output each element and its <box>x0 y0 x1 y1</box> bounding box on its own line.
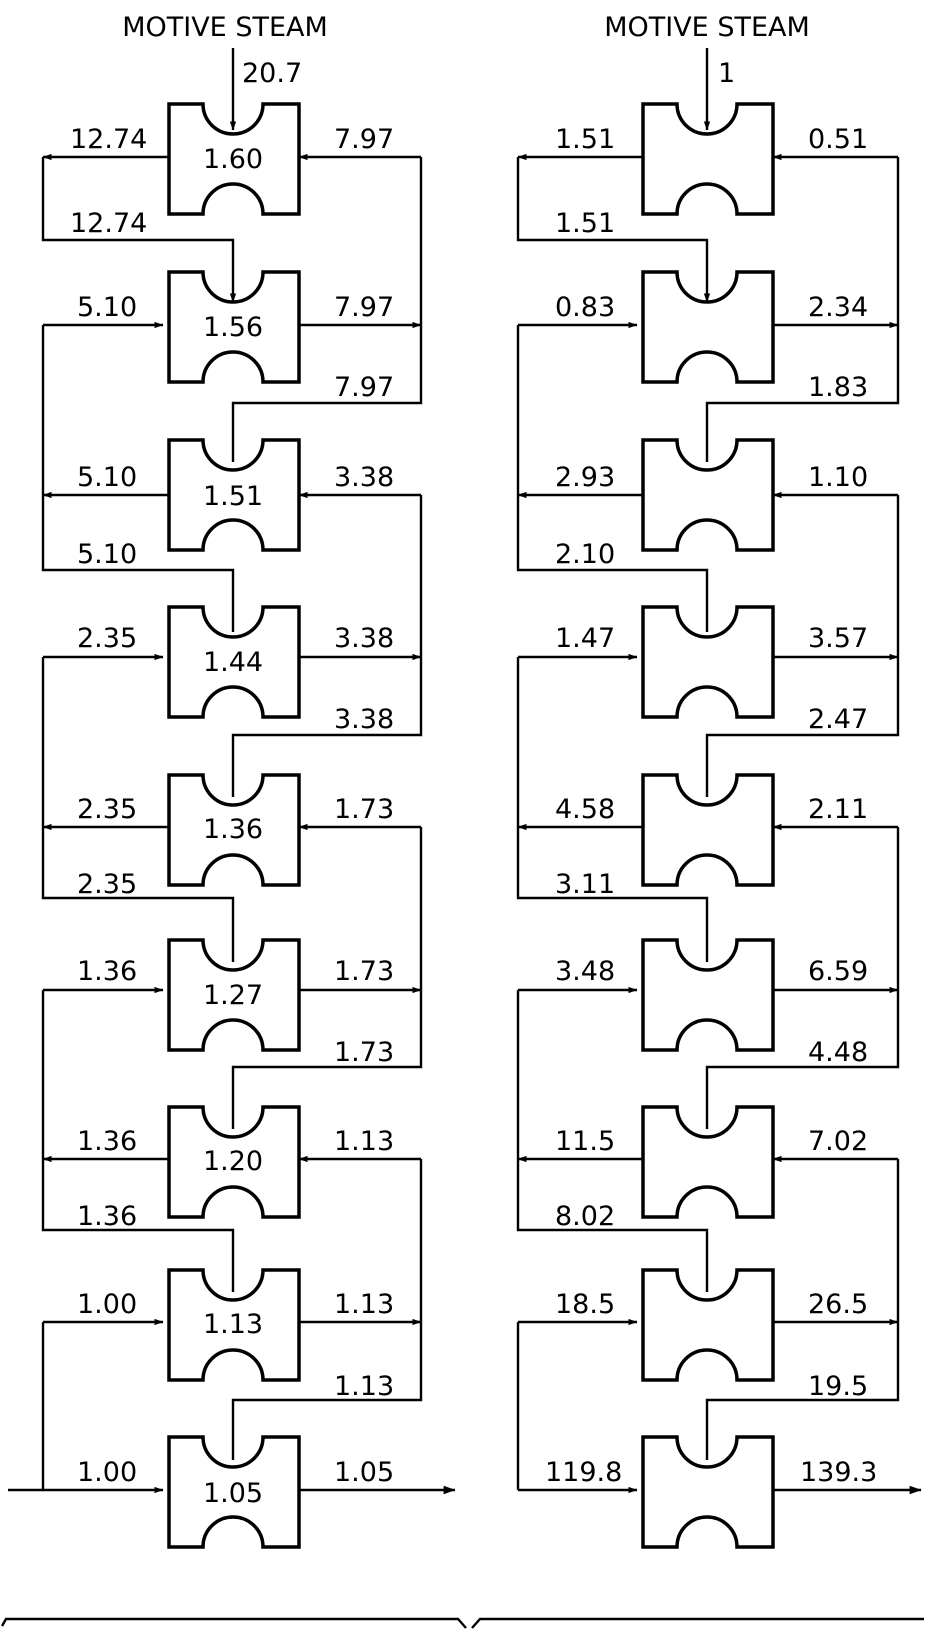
right-unit-9-side-right: 139.3 <box>800 1457 877 1488</box>
right-unit-8-in-top: 8.02 <box>555 1201 615 1232</box>
left-unit-9-value: 1.05 <box>203 1478 263 1509</box>
right-unit-4: 2.10 1.47 3.57 <box>555 539 868 719</box>
right-unit-3-side-left: 2.93 <box>555 462 615 493</box>
right-unit-9: 19.5 119.8 139.3 <box>545 1371 877 1549</box>
right-unit-7-side-left: 11.5 <box>555 1126 615 1157</box>
right-unit-5-side-right: 2.11 <box>808 794 868 825</box>
right-unit-8: 8.02 18.5 26.5 <box>555 1201 868 1382</box>
left-unit-9-in-top: 1.13 <box>334 1371 394 1402</box>
right-unit-3: 1.83 2.93 1.10 <box>555 372 868 552</box>
left-unit-1: 1.60 12.74 7.97 <box>70 102 394 216</box>
right-unit-4-side-right: 3.57 <box>808 623 868 654</box>
right-unit-6-side-left: 3.48 <box>555 956 615 987</box>
left-unit-7-value: 1.20 <box>203 1146 263 1177</box>
right-unit-3-in-top: 1.83 <box>808 372 868 403</box>
left-unit-3-side-right: 3.38 <box>334 462 394 493</box>
left-unit-6-in-top: 2.35 <box>77 869 137 900</box>
left-unit-2-in-top: 12.74 <box>70 208 147 239</box>
right-unit-5: 2.47 4.58 2.11 <box>555 704 868 887</box>
right-unit-4-in-top: 2.10 <box>555 539 615 570</box>
bottom-braces <box>0 1617 924 1629</box>
right-unit-5-in-top: 2.47 <box>808 704 868 735</box>
left-unit-5-side-right: 1.73 <box>334 794 394 825</box>
left-unit-5: 1.36 3.38 2.35 1.73 <box>77 704 394 887</box>
right-unit-6-side-right: 6.59 <box>808 956 868 987</box>
left-unit-9-side-left: 1.00 <box>77 1457 137 1488</box>
right-unit-6-in-top: 3.11 <box>555 869 615 900</box>
right-unit-2-side-left: 0.83 <box>555 292 615 323</box>
right-motive-value: 1 <box>718 58 735 89</box>
left-unit-3-side-left: 5.10 <box>77 462 137 493</box>
right-title: MOTIVE STEAM <box>604 12 810 43</box>
right-unit-2: 1.51 0.83 2.34 <box>555 208 868 384</box>
left-unit-8-value: 1.13 <box>203 1309 263 1340</box>
left-diagram: MOTIVE STEAM 20.7 <box>8 12 456 1549</box>
left-unit-3: 1.51 7.97 5.10 3.38 <box>77 372 394 552</box>
left-unit-1-side-left: 12.74 <box>70 124 147 155</box>
right-unit-6: 3.11 3.48 6.59 <box>555 869 868 1052</box>
left-unit-2: 1.56 12.74 5.10 7.97 <box>70 208 394 384</box>
right-unit-4-side-left: 1.47 <box>555 623 615 654</box>
right-unit-9-in-top: 19.5 <box>808 1371 868 1402</box>
left-unit-4-value: 1.44 <box>203 647 263 678</box>
left-unit-5-side-left: 2.35 <box>77 794 137 825</box>
left-unit-7-side-right: 1.13 <box>334 1126 394 1157</box>
right-unit-8-side-right: 26.5 <box>808 1289 868 1320</box>
left-motive-value: 20.7 <box>242 58 302 89</box>
right-unit-2-in-top: 1.51 <box>555 208 615 239</box>
left-title: MOTIVE STEAM <box>122 12 328 43</box>
right-unit-3-side-right: 1.10 <box>808 462 868 493</box>
left-unit-4-in-top: 5.10 <box>77 539 137 570</box>
left-unit-8-side-right: 1.13 <box>334 1289 394 1320</box>
left-unit-5-in-top: 3.38 <box>334 704 394 735</box>
right-unit-7: 4.48 11.5 7.02 <box>555 1037 868 1219</box>
left-unit-7-side-left: 1.36 <box>77 1126 137 1157</box>
left-unit-8: 1.13 1.36 1.00 1.13 <box>77 1201 394 1382</box>
right-unit-9-side-left: 119.8 <box>545 1457 622 1488</box>
left-unit-4-side-right: 3.38 <box>334 623 394 654</box>
left-unit-9: 1.05 1.13 1.00 1.05 <box>77 1371 394 1549</box>
right-connections <box>516 153 922 1495</box>
left-unit-2-side-right: 7.97 <box>334 292 394 323</box>
right-unit-2-side-right: 2.34 <box>808 292 868 323</box>
left-unit-8-in-top: 1.36 <box>77 1201 137 1232</box>
right-diagram: MOTIVE STEAM 1 <box>516 12 922 1549</box>
right-unit-1: 1.51 0.51 <box>555 102 868 216</box>
right-unit-1-side-right: 0.51 <box>808 124 868 155</box>
left-unit-3-in-top: 7.97 <box>334 372 394 403</box>
right-unit-7-side-right: 7.02 <box>808 1126 868 1157</box>
left-unit-8-side-left: 1.00 <box>77 1289 137 1320</box>
left-unit-2-side-left: 5.10 <box>77 292 137 323</box>
right-unit-1-side-left: 1.51 <box>555 124 615 155</box>
left-unit-6-side-right: 1.73 <box>334 956 394 987</box>
left-unit-1-side-right: 7.97 <box>334 124 394 155</box>
left-unit-7: 1.20 1.73 1.36 1.13 <box>77 1037 394 1219</box>
left-unit-6-value: 1.27 <box>203 980 263 1011</box>
right-unit-5-side-left: 4.58 <box>555 794 615 825</box>
left-unit-6: 1.27 2.35 1.36 1.73 <box>77 869 394 1052</box>
left-unit-7-in-top: 1.73 <box>334 1037 394 1068</box>
left-unit-2-value: 1.56 <box>203 312 263 343</box>
left-unit-4: 1.44 5.10 2.35 3.38 <box>77 539 394 719</box>
left-unit-6-side-left: 1.36 <box>77 956 137 987</box>
left-connections <box>8 153 456 1495</box>
left-unit-1-value: 1.60 <box>203 144 263 175</box>
left-unit-5-value: 1.36 <box>203 814 263 845</box>
left-unit-9-side-right: 1.05 <box>334 1457 394 1488</box>
right-unit-7-in-top: 4.48 <box>808 1037 868 1068</box>
left-unit-4-side-left: 2.35 <box>77 623 137 654</box>
left-unit-3-value: 1.51 <box>203 481 263 512</box>
right-unit-8-side-left: 18.5 <box>555 1289 615 1320</box>
